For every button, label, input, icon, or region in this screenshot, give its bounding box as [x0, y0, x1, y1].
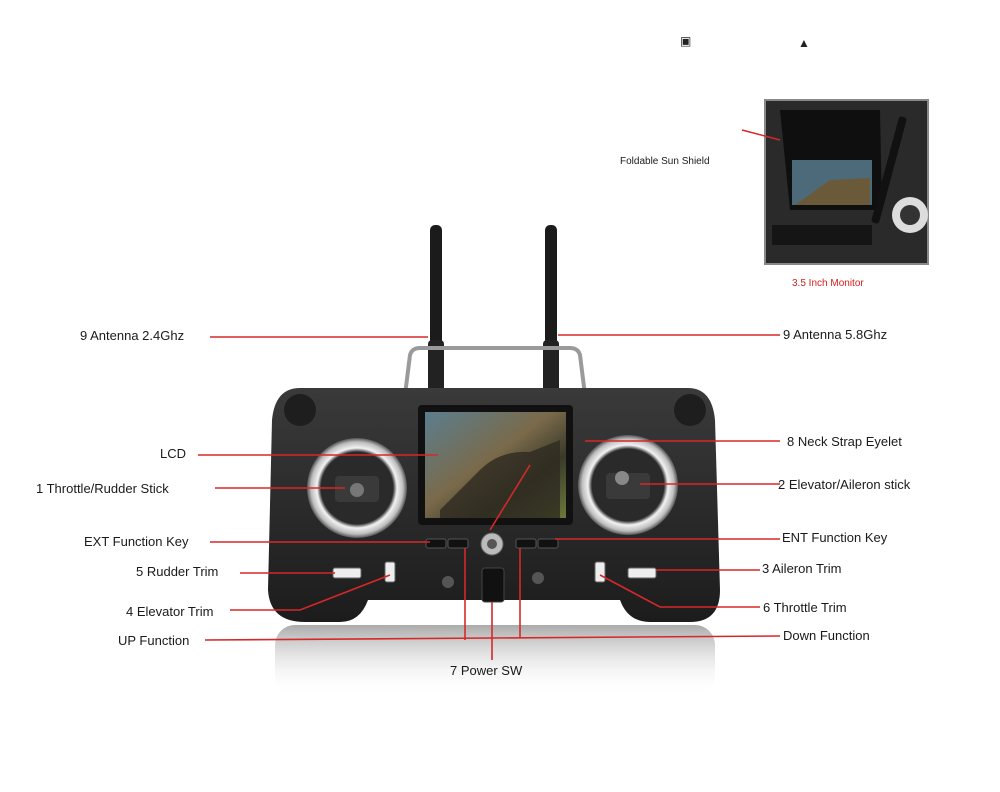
label-sun-shield: Foldable Sun Shield	[620, 156, 710, 167]
label-up-function: UP Function	[118, 633, 190, 648]
monitor-inset	[741, 99, 929, 265]
left-stick[interactable]	[307, 438, 407, 538]
label-monitor: 3.5 Inch Monitor	[792, 278, 864, 289]
controller-reflection	[275, 625, 715, 695]
label-throttle-trim: 6 Throttle Trim	[763, 600, 847, 615]
right-stick[interactable]	[578, 435, 678, 535]
label-ext-key: EXT Function Key	[84, 534, 189, 549]
lock-icon: ▣	[680, 34, 692, 48]
trim-switches	[332, 561, 657, 603]
eject-icon: ▲	[798, 36, 810, 50]
label-antenna-right: 9 Antenna 5.8Ghz	[783, 327, 888, 342]
label-aileron-trim: 3 Aileron Trim	[762, 561, 842, 576]
label-down-function: Down Function	[783, 628, 870, 643]
label-ent-key: ENT Function Key	[782, 530, 888, 545]
label-power-sw: 7 Power SW	[450, 663, 523, 678]
label-elevator-aileron: 2 Elevator/Aileron stick	[778, 477, 911, 492]
antenna-left	[428, 225, 444, 398]
lcd-screen	[418, 405, 573, 525]
carry-handle	[403, 346, 587, 396]
label-rudder-trim: 5 Rudder Trim	[136, 564, 219, 579]
label-neck-strap: 8 Neck Strap Eyelet	[787, 434, 902, 449]
label-elevator-trim: 4 Elevator Trim	[126, 604, 214, 619]
antenna-right	[543, 225, 559, 398]
label-throttle-rudder: 1 Throttle/Rudder Stick	[36, 481, 169, 496]
function-keys	[425, 532, 559, 556]
label-lcd: LCD	[160, 446, 187, 461]
leader-lines	[198, 334, 781, 660]
label-antenna-left: 9 Antenna 2.4Ghz	[80, 328, 185, 343]
